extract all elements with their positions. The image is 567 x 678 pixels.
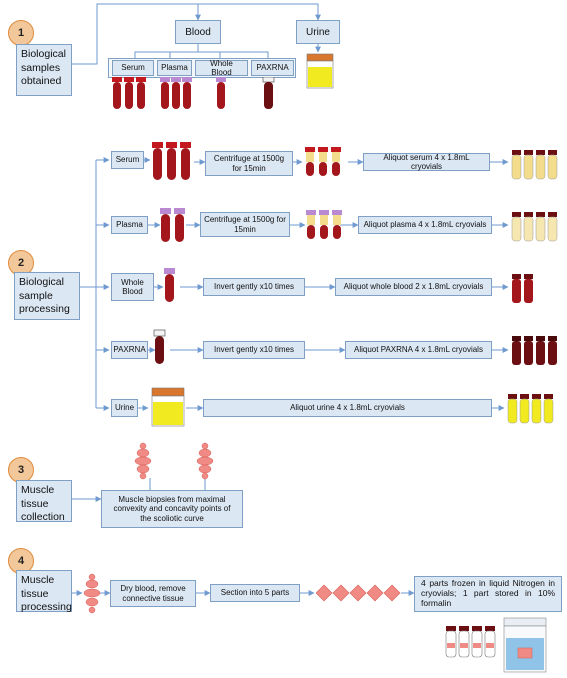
- sample-serum-label: Serum: [112, 60, 154, 76]
- muscle-tissue-icon-2: [196, 442, 214, 480]
- plasma-centrifuge-step: Centrifuge at 1500g for 15min: [200, 212, 290, 237]
- serum-aliquot-step: Aliquot serum 4 x 1.8mL cryovials: [363, 153, 490, 171]
- paxrna-cryovials-icon: [512, 336, 557, 365]
- dry-blood-step: Dry blood, remove connective tissue: [110, 580, 196, 607]
- sample-whole-blood-label: Whole Blood: [195, 59, 248, 77]
- step-number-2: 2: [8, 250, 34, 276]
- paxrna-aliquot-step: Aliquot PAXRNA 4 x 1.8mL cryovials: [345, 341, 492, 359]
- plasma-cryovials-icon: [511, 212, 558, 242]
- row-plasma-label: Plasma: [111, 216, 148, 234]
- row-urine-label: Urine: [111, 399, 138, 417]
- muscle-sample-icon: [83, 573, 101, 614]
- sample-paxrna-label: PAXRNA: [251, 60, 294, 76]
- storage-illustration: [445, 617, 547, 673]
- row-whole-blood-label: Whole Blood: [111, 273, 154, 301]
- serum-input-tubes-icon: [152, 142, 191, 180]
- muscle-biopsy-description: Muscle biopsies from maximal convexity a…: [101, 490, 243, 528]
- serum-centrifuged-tubes-icon: [305, 147, 341, 176]
- stage-1-label: Biological samples obtained: [16, 44, 72, 96]
- serum-centrifuge-step: Centrifuge at 1500g for 15min: [205, 151, 293, 176]
- urine-container-icon: [306, 53, 334, 89]
- muscle-biopsy-icons: [134, 442, 214, 480]
- muscle-tissue-icon: [134, 442, 152, 480]
- serum-cryovials-icon: [511, 150, 558, 180]
- paxrna-tube-icon: [262, 77, 275, 109]
- urine-cryovials-icon: [507, 394, 554, 424]
- whole-blood-aliquot-step: Aliquot whole blood 2 x 1.8mL cryovials: [335, 278, 492, 296]
- sample-tubes-illustration: [112, 77, 275, 109]
- plasma-aliquot-step: Aliquot plasma 4 x 1.8mL cryovials: [358, 216, 492, 234]
- row-paxrna-label: PAXRNA: [111, 341, 148, 359]
- stage-3-label: Muscle tissue collection: [16, 480, 72, 523]
- plasma-input-tubes-icon: [160, 208, 185, 242]
- whole-blood-invert-step: Invert gently x10 times: [203, 278, 305, 296]
- urine-aliquot-step: Aliquot urine 4 x 1.8mL cryovials: [203, 399, 492, 417]
- storage-step: 4 parts frozen in liquid Nitrogen in cry…: [414, 576, 562, 612]
- whole-blood-cryovials-icon: [512, 274, 533, 303]
- stage-4-label: Muscle tissue processing: [16, 570, 72, 613]
- urine-box: Urine: [296, 20, 340, 44]
- step-number-3: 3: [8, 457, 34, 483]
- row-serum-label: Serum: [111, 151, 144, 169]
- blood-box: Blood: [175, 20, 221, 44]
- serum-tube-icon: [112, 77, 146, 109]
- plasma-centrifuged-tubes-icon: [306, 210, 342, 239]
- processing-tubes-illustration: [151, 142, 558, 427]
- formalin-container-icon: [503, 617, 547, 673]
- sample-plasma-label: Plasma: [157, 60, 192, 76]
- paxrna-input-tube-icon: [153, 329, 166, 364]
- section-step: Section into 5 parts: [210, 584, 300, 602]
- frozen-cryovials-icon: [445, 626, 496, 658]
- whole-blood-input-tube-icon: [164, 268, 175, 302]
- urine-input-container-icon: [151, 387, 185, 427]
- stage-2-label: Biological sample processing: [14, 272, 80, 320]
- sectioned-tissue-icons: [316, 584, 401, 602]
- step-number-1: 1: [8, 20, 34, 46]
- paxrna-invert-step: Invert gently x10 times: [203, 341, 305, 359]
- whole-blood-tube-icon: [216, 77, 226, 109]
- plasma-tube-icon: [160, 77, 192, 109]
